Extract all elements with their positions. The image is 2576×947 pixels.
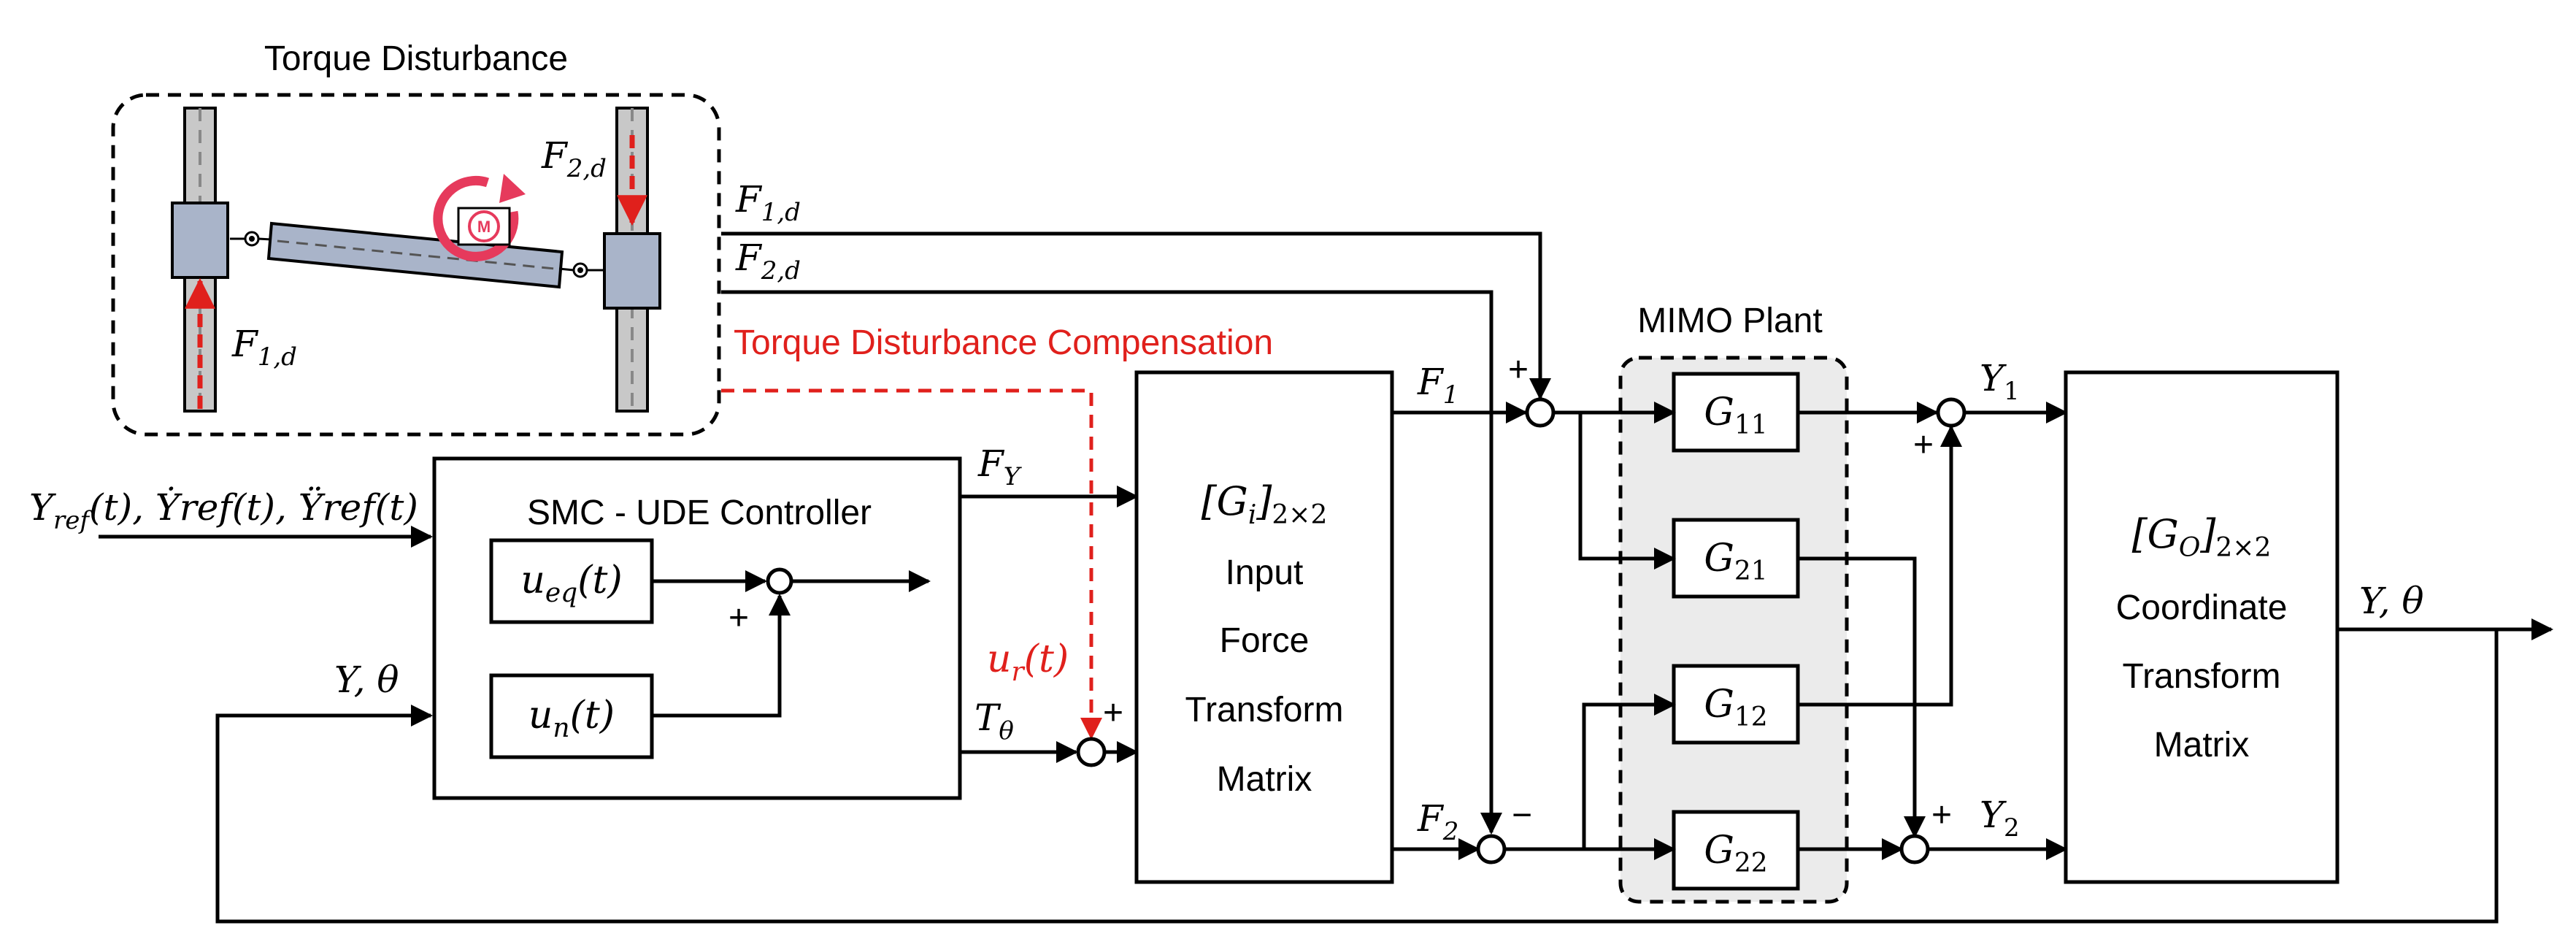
output-matrix-symbol: [GO]2×2 bbox=[2132, 511, 2272, 563]
inset-f1d-label: F1,d bbox=[231, 323, 297, 372]
y2-sum bbox=[1899, 834, 1930, 864]
g21-block bbox=[1672, 518, 1800, 599]
ueq-block bbox=[489, 538, 654, 624]
controller-sum-plus: + bbox=[728, 599, 749, 637]
f1d-label: F1,d bbox=[735, 178, 801, 227]
f2-sum-minus: − bbox=[1512, 796, 1532, 835]
y2-label: Y2 bbox=[1980, 794, 2020, 843]
coordinate-transform-matrix: [GO]2×2 Coordinate Transform Matrix bbox=[2064, 370, 2339, 884]
un-label: un(t) bbox=[528, 694, 615, 743]
right-slider bbox=[603, 232, 661, 310]
y1-sum bbox=[1936, 397, 1966, 428]
y2-sum-plus: + bbox=[1931, 796, 1952, 835]
input-matrix-line-2: Force bbox=[1220, 621, 1310, 660]
torque-sum bbox=[1076, 737, 1107, 767]
controller-sum bbox=[766, 567, 793, 595]
output-label: Y, θ bbox=[2359, 580, 2423, 622]
input-matrix-symbol: [Gi]2×2 bbox=[1202, 478, 1328, 530]
ueq-label: ueq(t) bbox=[520, 559, 622, 608]
f2-sum bbox=[1476, 834, 1507, 864]
input-matrix-line-4: Matrix bbox=[1217, 760, 1312, 799]
un-block bbox=[489, 673, 654, 759]
input-force-matrix: [Gi]2×2 Input Force Transform Matrix bbox=[1134, 370, 1394, 884]
torque-sum-plus: + bbox=[1103, 694, 1123, 732]
g11-block bbox=[1672, 372, 1800, 453]
output-matrix-line-2: Transform bbox=[2123, 657, 2281, 696]
f1-sum-plus: + bbox=[1508, 350, 1529, 389]
motor-icon: M bbox=[433, 174, 526, 261]
disturbance-title: Torque Disturbance bbox=[264, 39, 568, 78]
output-matrix-line-1: Coordinate bbox=[2116, 588, 2288, 627]
reference-label: Yref(t), Ẏref(t), Ÿref(t) bbox=[29, 486, 418, 535]
output-matrix-line-3: Matrix bbox=[2154, 726, 2250, 764]
f1d-line bbox=[721, 231, 1551, 400]
g22-label: G22 bbox=[1704, 829, 1767, 878]
y1-label: Y1 bbox=[1980, 357, 2020, 406]
fy-label: FY bbox=[977, 442, 1023, 491]
f2-label: F2 bbox=[1417, 797, 1458, 846]
controller-title: SMC - UDE Controller bbox=[527, 494, 872, 532]
f1-sum bbox=[1525, 397, 1556, 428]
compensation-line bbox=[721, 388, 1102, 740]
torque-disturbance-inset: Torque Disturbance M bbox=[111, 39, 721, 437]
input-matrix-line-1: Input bbox=[1226, 553, 1304, 592]
ur-label: ur(t) bbox=[987, 637, 1069, 687]
input-matrix-line-3: Transform bbox=[1185, 691, 1344, 729]
g12-label: G12 bbox=[1704, 683, 1767, 732]
plant-title: MIMO Plant bbox=[1637, 302, 1822, 340]
mimo-plant: MIMO Plant G11 G21 G12 G22 bbox=[1618, 302, 1849, 904]
smc-ude-controller: SMC - UDE Controller ueq(t) un(t) + bbox=[432, 456, 962, 800]
g21-label: G21 bbox=[1704, 537, 1767, 586]
plant-frame bbox=[1618, 356, 1849, 904]
inset-f2d-label: F2,d bbox=[541, 134, 607, 183]
f2d-line bbox=[721, 290, 1502, 835]
f1-label: F1 bbox=[1417, 361, 1458, 410]
ttheta-label: Tθ bbox=[974, 697, 1014, 745]
y1-sum-plus: + bbox=[1913, 426, 1934, 464]
left-slider bbox=[171, 202, 229, 279]
g11-label: G11 bbox=[1704, 391, 1767, 440]
disturbance-frame bbox=[111, 93, 721, 437]
motor-label: M bbox=[477, 218, 491, 236]
feedback-label: Y, θ bbox=[334, 659, 399, 701]
f2d-label: F2,d bbox=[735, 237, 801, 285]
feedback-loop bbox=[215, 629, 2499, 924]
compensation-label: Torque Disturbance Compensation bbox=[734, 323, 1273, 362]
